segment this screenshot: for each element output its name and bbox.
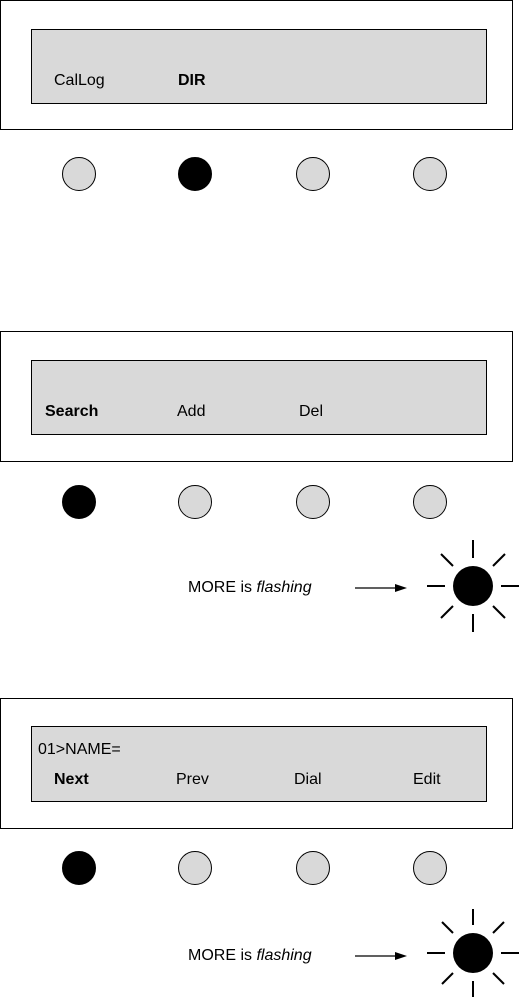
softkey-label-3: Dial [294,771,322,788]
arrow-icon [355,584,407,592]
arrow-icon [355,952,407,960]
softkey-button-1[interactable] [62,157,96,191]
softkey-label-1: CalLog [54,72,105,89]
softkey-button-2[interactable] [178,485,212,519]
lcd-display: 01>NAME= Next Prev Dial Edit [31,726,487,802]
lcd-line-1: 01>NAME= [38,741,121,758]
softkey-button-3[interactable] [296,157,330,191]
softkey-button-1[interactable] [62,485,96,519]
softkey-button-3[interactable] [296,485,330,519]
note-emphasis: flashing [256,579,312,596]
note-prefix: MORE is [188,947,257,964]
softkey-button-3[interactable] [296,851,330,885]
softkey-button-1[interactable] [62,851,96,885]
note-prefix: MORE is [188,579,257,596]
softkey-label-2: Add [177,403,206,420]
softkey-label-2: DIR [178,72,206,89]
softkey-label-1: Search [45,403,99,420]
more-flashing-note: MORE is flashing [188,947,312,965]
softkey-label-1: Next [54,771,89,788]
softkey-label-4: Edit [413,771,441,788]
phone-panel-3: 01>NAME= Next Prev Dial Edit [0,698,513,829]
lcd-display: CalLog DIR [31,29,487,104]
phone-panel-1: CalLog DIR [0,0,513,130]
note-emphasis: flashing [256,947,312,964]
flashing-light-icon [427,909,519,997]
softkey-button-4[interactable] [413,851,447,885]
flashing-light-icon [427,540,519,632]
softkey-button-4[interactable] [413,157,447,191]
lcd-display: Search Add Del [31,360,487,435]
more-flashing-note: MORE is flashing [188,579,312,597]
softkey-button-4[interactable] [413,485,447,519]
softkey-button-2[interactable] [178,157,212,191]
softkey-button-2[interactable] [178,851,212,885]
phone-panel-2: Search Add Del [0,331,513,462]
softkey-label-3: Del [299,403,324,420]
softkey-label-2: Prev [176,771,209,788]
